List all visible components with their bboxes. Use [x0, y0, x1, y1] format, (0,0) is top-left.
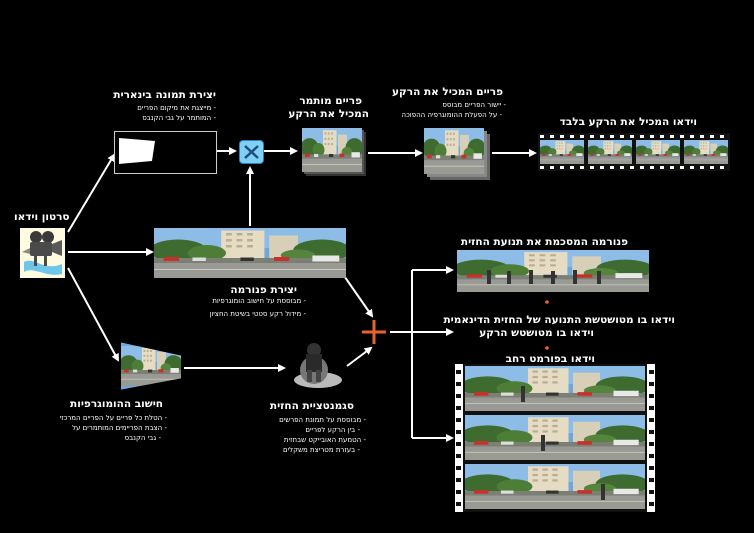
panorama-bullets: מבוססת על חישוב הומוגרפיות מידול רקע סטט… — [209, 295, 306, 321]
output-dot — [545, 300, 549, 304]
background-frame-bullets: יישור הפריים מבוסס על הפעלת ההומוגרפיה ה… — [402, 100, 506, 120]
video-camera-icon — [20, 228, 65, 278]
out-blur-bg-title: וידאו בו מטושטש הרקע — [479, 327, 594, 339]
arrow-video-to-binary — [67, 153, 116, 233]
out-wide-filmstrip — [455, 364, 655, 512]
segmentation-image — [294, 343, 342, 388]
output-dot — [545, 346, 549, 350]
video-source-title: סרטון וידאו — [14, 211, 70, 223]
background-video-title: וידאו המכיל את הרקע בלבד — [559, 116, 697, 128]
binary-image — [114, 131, 217, 174]
out-panorama-title: פנורמה המסכמת את תנועת החזית — [460, 236, 628, 248]
panorama-image — [154, 228, 346, 278]
binary-image-title: יצירת תמונה בינארית — [113, 89, 216, 101]
background-frame-image — [424, 128, 490, 180]
transformed-frame-title: פריים מותמר — [299, 95, 362, 107]
out-panorama-image — [457, 250, 649, 292]
background-frame-title: פריים המכיל את הרקע — [392, 86, 503, 98]
plus-icon — [362, 320, 386, 344]
segmentation-title: סגמנטציית החזית — [269, 400, 354, 412]
arrow-video-to-homography — [67, 267, 119, 362]
panorama-title: יצירת פנורמה — [230, 284, 297, 296]
combine-cross-icon — [239, 140, 264, 164]
homography-image — [119, 342, 183, 390]
transformed-frame-image — [302, 128, 366, 176]
background-video-filmstrip — [538, 133, 730, 171]
homography-title: חישוב ההומוגרפיות — [70, 398, 163, 410]
out-blur-title: וידאו בו מטושטשת התנועה של החזית הדינאמי… — [443, 314, 675, 326]
out-wide-title: וידאו בפורמט רחב — [505, 353, 595, 365]
binary-image-bullets: מייצגת את מיקום הפריים המותמר על גבי הקנ… — [137, 103, 216, 123]
segmentation-bullets: מבוססת על תמונת הפרשים בין הרקע לפריים ה… — [279, 415, 366, 455]
homography-bullets: הטלת כל פריים על הפריים המרכזי הצבת הפרי… — [60, 413, 167, 443]
transformed-frame-title-2: המכיל את הרקע — [288, 108, 369, 120]
arrow-segmentation-to-plus — [346, 346, 373, 367]
